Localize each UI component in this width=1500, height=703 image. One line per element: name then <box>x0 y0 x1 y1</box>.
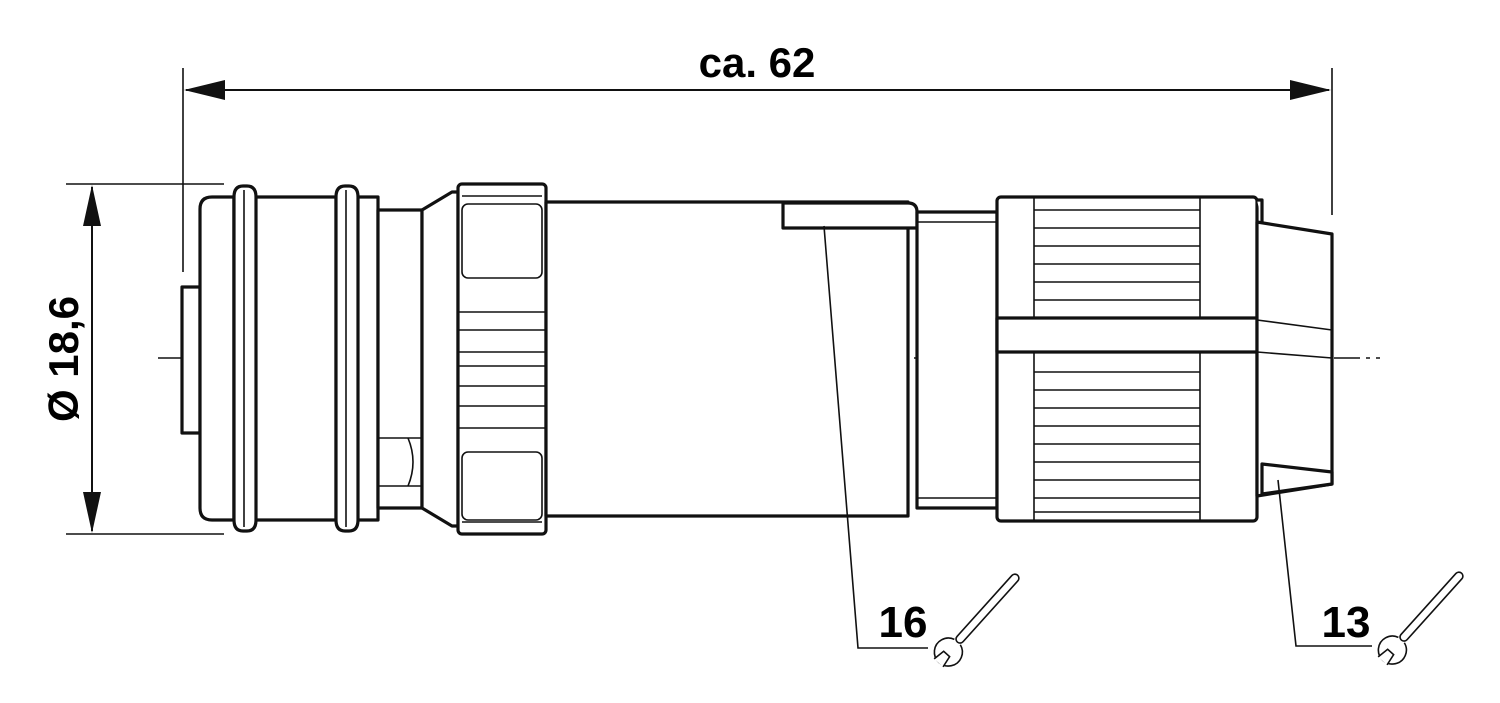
wrench-size-16: 16 <box>879 598 928 647</box>
diameter-label: Ø 18,6 <box>40 296 87 422</box>
coupling-front <box>180 184 424 533</box>
wrench-callout-16: 16 <box>823 225 1020 668</box>
length-dimension: ca. 62 <box>182 39 1333 272</box>
cable-gland <box>995 195 1334 523</box>
length-label: ca. 62 <box>699 39 816 86</box>
coupling-nut <box>420 182 548 536</box>
connector-body <box>544 200 999 518</box>
wrench-size-13: 13 <box>1322 598 1371 647</box>
wrench-callout-13: 13 <box>1277 479 1464 666</box>
wrench-icon <box>1377 571 1464 666</box>
diameter-dimension: Ø 18,6 <box>40 183 224 535</box>
wrench-icon <box>933 573 1020 668</box>
